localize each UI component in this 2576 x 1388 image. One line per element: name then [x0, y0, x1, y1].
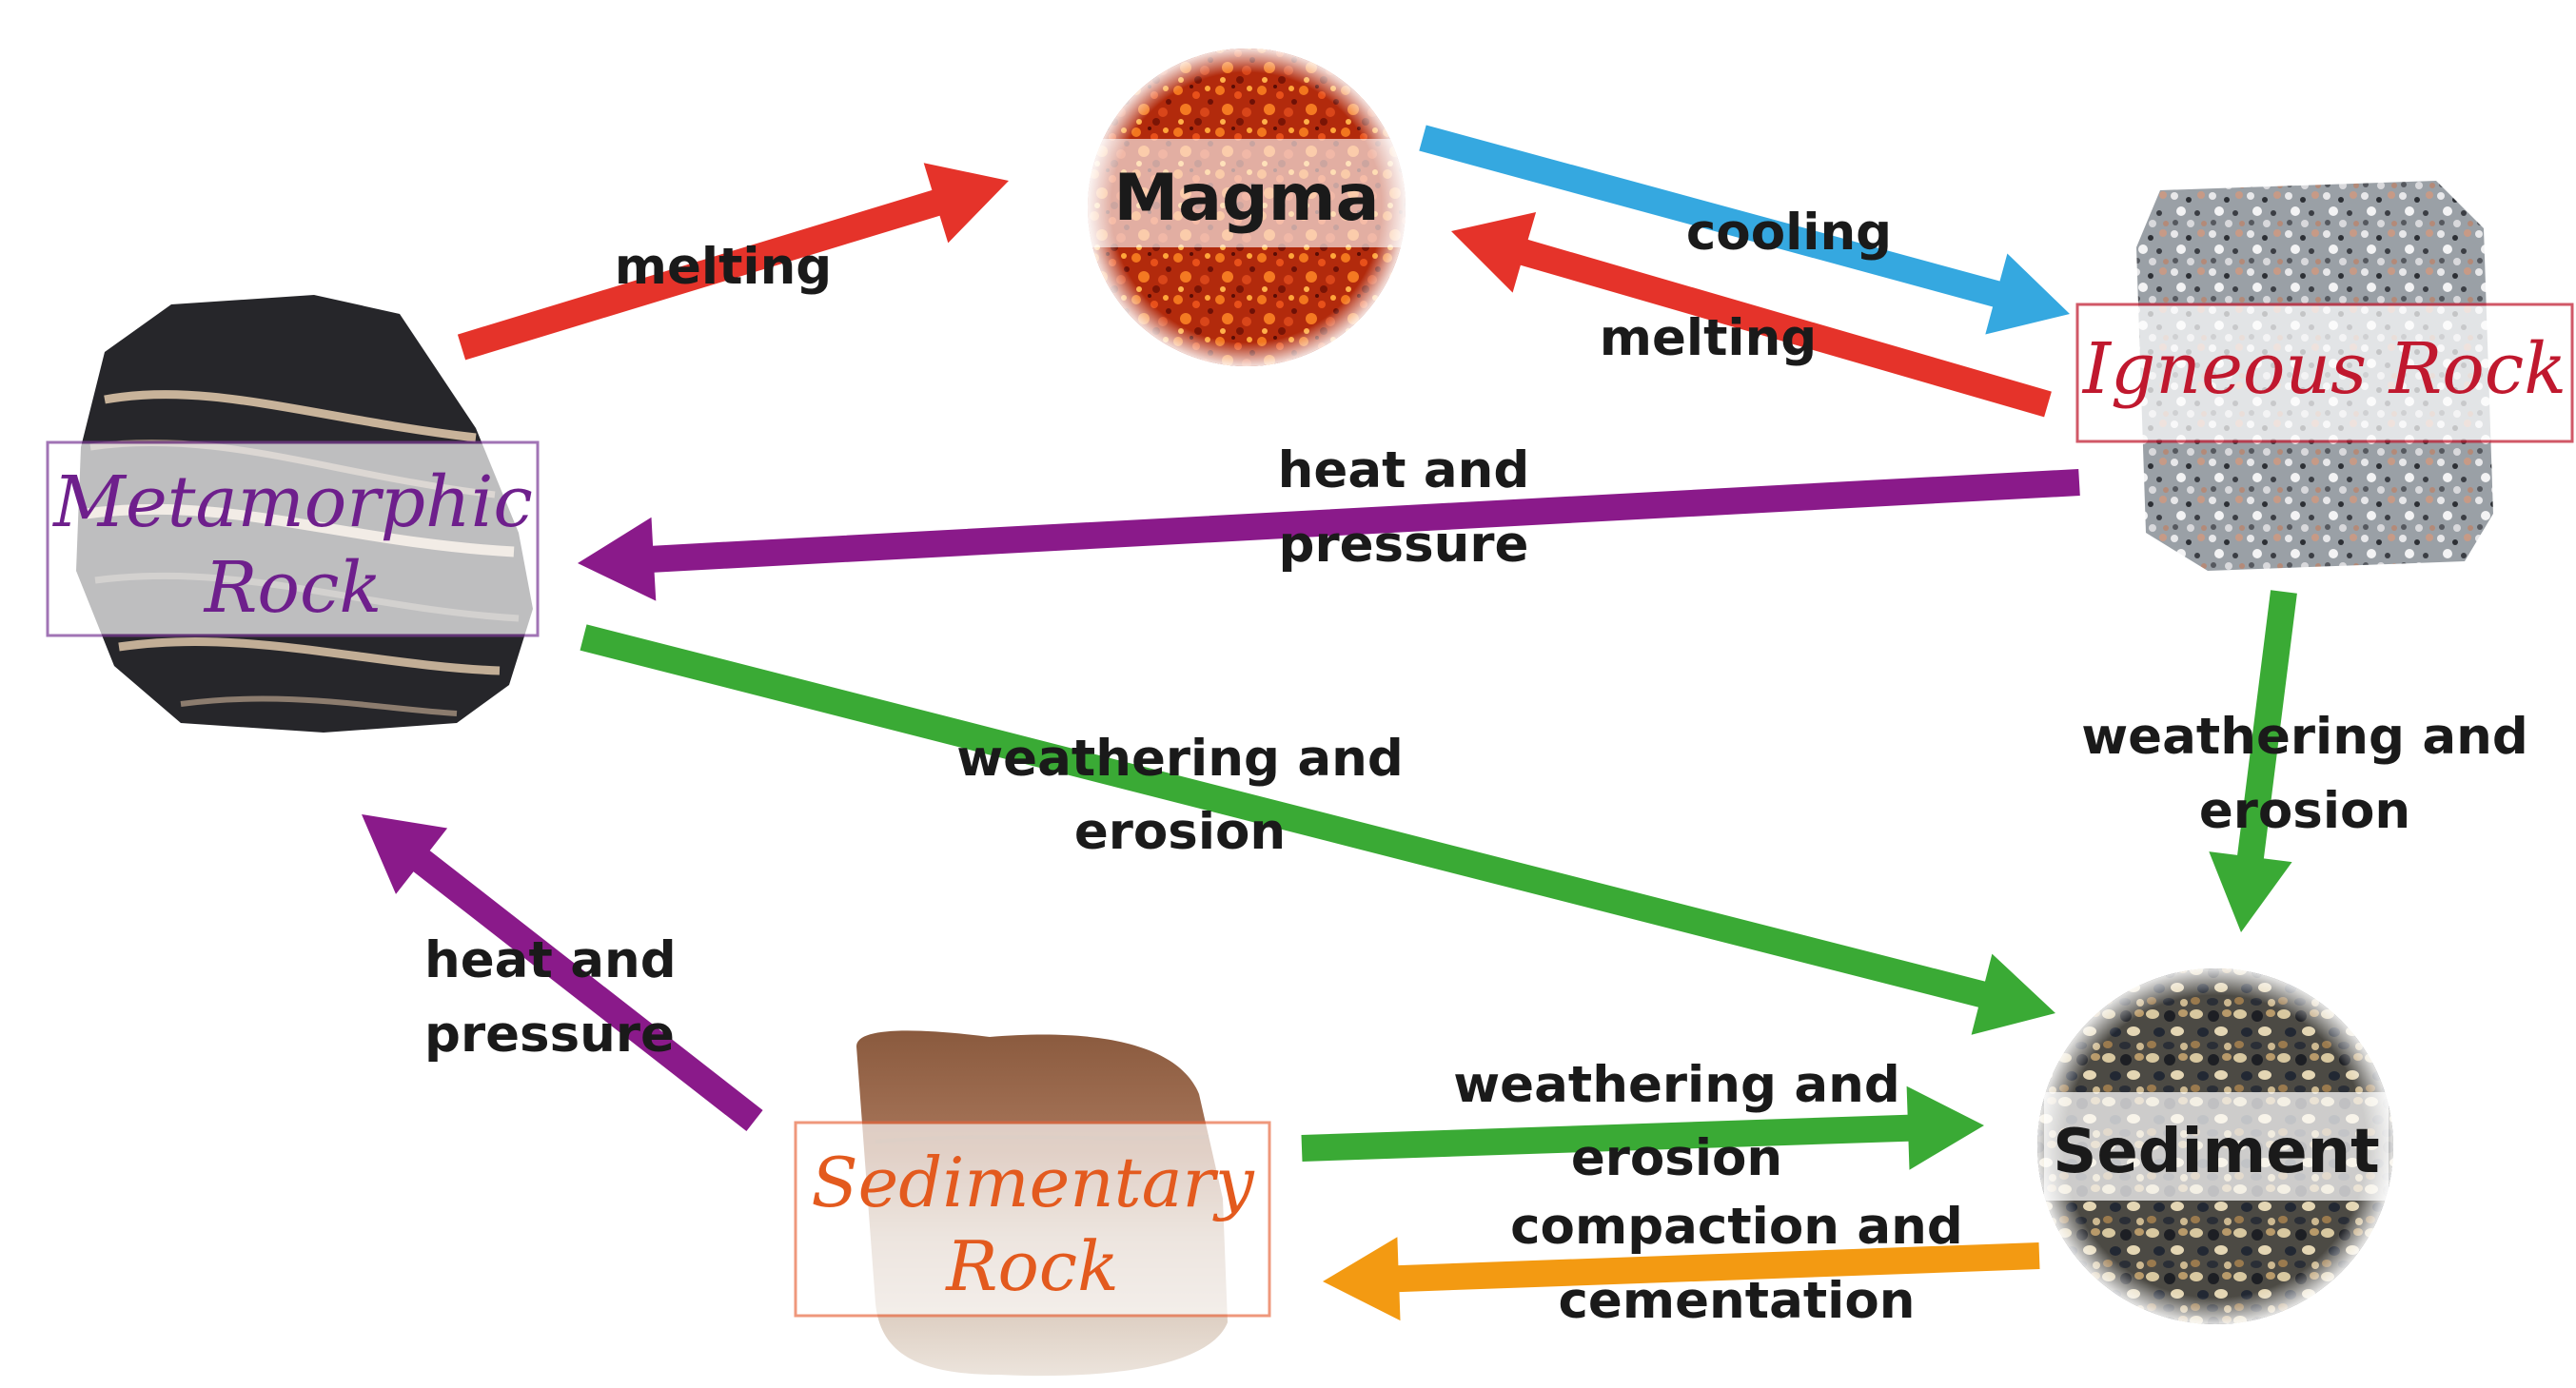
magma-node: Magma	[1082, 139, 1410, 247]
igneous-weathering-line2: erosion	[2199, 782, 2410, 840]
label-magma-cooling: cooling	[1686, 204, 1892, 262]
arrow-metamorphic-to-sediment	[580, 624, 2056, 1034]
sedimentary-rock-label-line2: Rock	[944, 1226, 1119, 1306]
metamorphic-weathering-line2: erosion	[1074, 803, 1286, 861]
igneous-rock-node: Igneous Rock	[2077, 304, 2572, 441]
metamorphic-weathering-line1: weathering and	[956, 730, 1404, 788]
sedimentary-weathering-line2: erosion	[1571, 1129, 1782, 1187]
metamorphic-rock-label-line1: Metamorphic	[51, 461, 533, 543]
sedimentary-weathering-line1: weathering and	[1453, 1056, 1900, 1114]
compaction-line2: cementation	[1558, 1272, 1915, 1330]
magma-label: Magma	[1114, 161, 1380, 236]
sediment-node: Sediment	[2044, 1092, 2389, 1201]
sediment-label: Sediment	[2053, 1117, 2380, 1187]
igneous-weathering-line1: weathering and	[2081, 708, 2528, 766]
igneous-melting-text: melting	[1600, 309, 1818, 367]
label-igneous-melting: melting	[1600, 309, 1818, 367]
metamorphic-rock-label-line2: Rock	[203, 547, 383, 629]
sedimentary-rock-node: Sedimentary Rock	[796, 1123, 1269, 1316]
igneous-heat-line2: pressure	[1279, 516, 1529, 574]
sedimentary-rock-label-line1: Sedimentary	[811, 1143, 1255, 1222]
metamorphic-rock-node: Metamorphic Rock	[48, 442, 538, 635]
metamorphic-melting-text: melting	[615, 238, 833, 296]
label-igneous-weathering: weathering and erosion	[2081, 708, 2528, 840]
label-metamorphic-melting: melting	[615, 238, 833, 296]
igneous-rock-label: Igneous Rock	[2081, 328, 2566, 410]
magma-cooling-text: cooling	[1686, 204, 1892, 262]
compaction-line1: compaction and	[1510, 1198, 1963, 1256]
igneous-heat-line1: heat and	[1278, 441, 1530, 499]
label-sedimentary-heat-pressure: heat and pressure	[424, 931, 677, 1064]
sedimentary-heat-line2: pressure	[424, 1006, 675, 1064]
sedimentary-heat-line1: heat and	[424, 931, 677, 989]
